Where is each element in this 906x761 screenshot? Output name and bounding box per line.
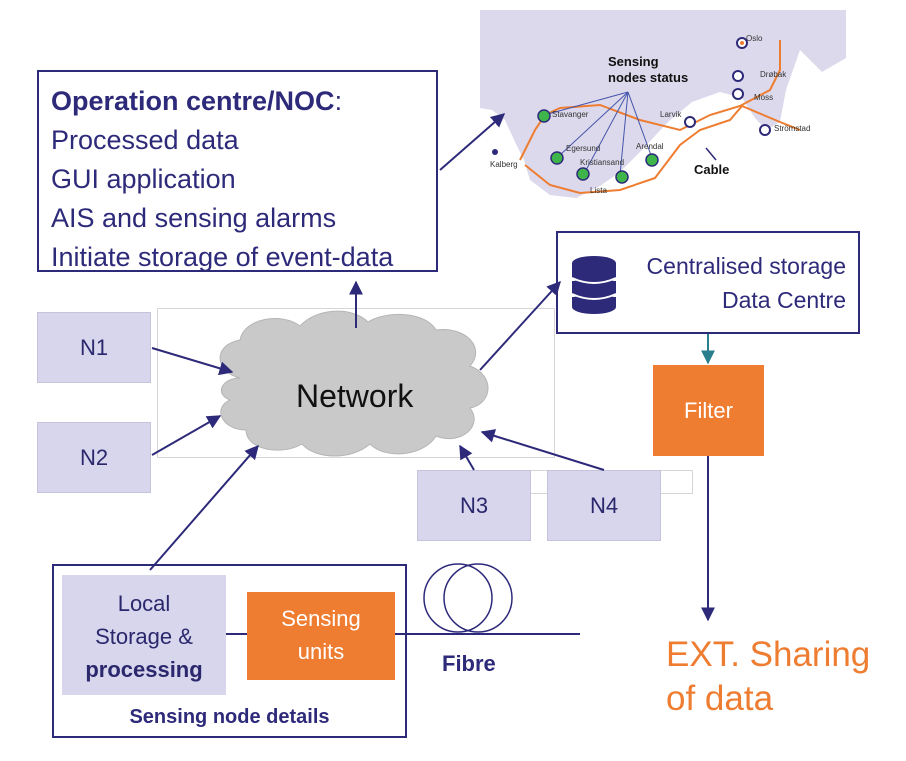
- operation-centre-line: GUI application: [51, 164, 236, 194]
- fibre-coil-icon: [423, 563, 513, 633]
- operation-centre-title: Operation centre/NOC: [51, 86, 335, 116]
- database-icon: [571, 256, 617, 314]
- network-label: Network: [296, 378, 414, 414]
- node-n1: N1: [37, 312, 151, 383]
- kalberg-marker: [492, 149, 498, 155]
- node-n3: N3: [417, 470, 531, 541]
- local-line3: processing: [85, 657, 203, 682]
- arrow-local-network: [149, 444, 259, 571]
- map-place-kristiansand: Kristiansand: [580, 158, 625, 167]
- storage-line1: Centralised storage: [646, 253, 846, 279]
- filter-box: Filter: [653, 365, 764, 456]
- map-place-stromstad: Strömstad: [774, 124, 811, 133]
- map-status-title-line1: Sensing: [608, 54, 659, 69]
- fibre-label: Fibre: [442, 651, 496, 676]
- sensing-line1: Sensing: [281, 606, 361, 631]
- cable-pointer: [705, 147, 717, 161]
- ext-sharing-label: EXT. Sharing of data: [666, 633, 870, 721]
- status-lines: [547, 91, 653, 176]
- cable-path-lower: [524, 105, 743, 195]
- oslo-marker: [740, 41, 744, 45]
- map-status-title-line2: nodes status: [608, 70, 689, 85]
- map-place-stavanger: Stavanger: [552, 110, 589, 119]
- node-n4: N4: [547, 470, 661, 541]
- cable-branch: [741, 105, 801, 131]
- city-dots: [684, 37, 771, 136]
- arrow-noc-map: [439, 113, 506, 171]
- arrow-n1-network: [151, 347, 234, 376]
- map-status-title: Sensing nodes status: [608, 54, 688, 86]
- operation-centre-line: Processed data: [51, 125, 239, 155]
- map-place-egersund: Egersund: [566, 144, 601, 153]
- sensing-units-box: Sensing units: [247, 592, 395, 680]
- local-line2: Storage &: [95, 624, 193, 649]
- sensing-node-details-box: [52, 564, 407, 738]
- operation-centre-line: AIS and sensing alarms: [51, 203, 337, 233]
- operation-centre-title-line: Operation centre/NOC:: [51, 82, 436, 121]
- ext-sharing-line2: of data: [666, 679, 774, 718]
- map-place-kalberg: Kalberg: [490, 160, 518, 169]
- centralised-storage-box: Centralised storage Data Centre: [556, 231, 860, 334]
- map-cable-label: Cable: [694, 162, 730, 177]
- map-land: [480, 10, 846, 198]
- sensing-node-dots: [537, 109, 659, 184]
- arrow-n3-network: [459, 444, 475, 471]
- operation-centre-line: Initiate storage of event-data: [51, 242, 394, 272]
- ext-sharing-line1: EXT. Sharing: [666, 635, 871, 674]
- sensing-node-details-caption: Sensing node details: [129, 706, 330, 728]
- storage-label: Centralised storage Data Centre: [647, 249, 846, 317]
- map-place-lista: Lista: [590, 186, 607, 195]
- map-place-arendal: Arendal: [636, 142, 664, 151]
- sensing-line2: units: [297, 639, 345, 664]
- arrow-network-storage: [479, 280, 561, 371]
- storage-line2: Data Centre: [721, 287, 846, 313]
- operation-centre-title-colon: :: [334, 86, 343, 116]
- node-n2: N2: [37, 422, 151, 493]
- operation-centre-box: Operation centre/NOC: Processed data GUI…: [37, 70, 438, 272]
- local-storage-box: Local Storage & processing: [62, 575, 226, 695]
- map-place-larvik: Larvik: [660, 110, 682, 119]
- map-place-drobak: Drøbak: [760, 70, 787, 79]
- map-graphic: [480, 10, 846, 209]
- map-place-oslo: Oslo: [746, 34, 763, 43]
- local-line1: Local: [117, 591, 171, 616]
- map-place-moss: Moss: [754, 93, 774, 102]
- sensing-map: Oslo Drøbak Moss Strömstad Larvik Stavan…: [480, 10, 846, 209]
- network-cloud: [219, 310, 489, 457]
- arrow-n2-network: [151, 415, 222, 456]
- arrow-n4-network: [480, 429, 605, 471]
